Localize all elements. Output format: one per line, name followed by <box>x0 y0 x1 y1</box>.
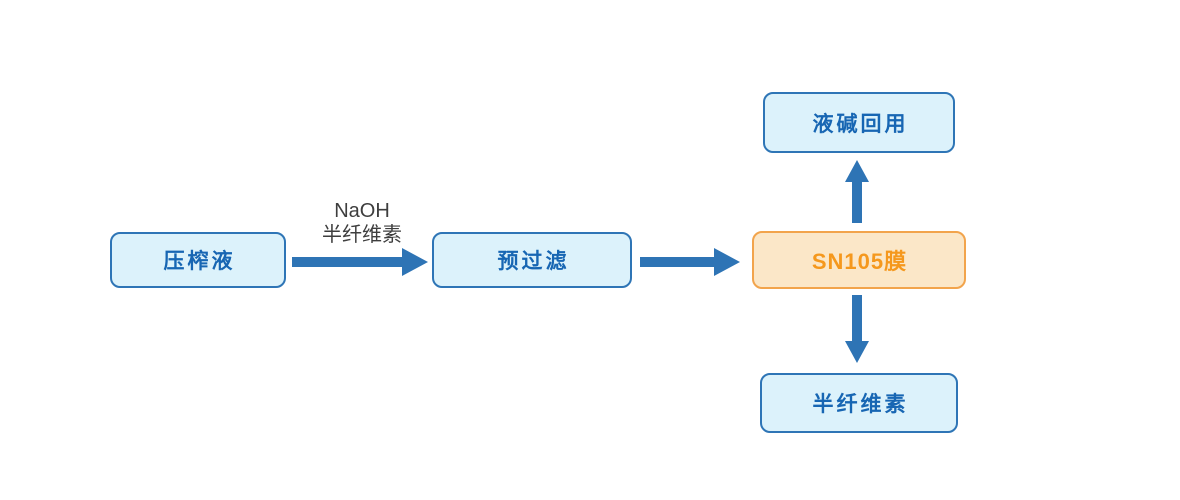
node-alkali-reuse-label: 液碱回用 <box>812 112 909 136</box>
flow-label-line1: NaOH <box>334 200 390 222</box>
node-pre-filter: 预过滤 <box>432 232 632 288</box>
node-press-liquid: 压榨液 <box>110 232 286 288</box>
flow-label-line2: 半纤维素 <box>322 224 402 246</box>
node-hemicellulose: 半纤维素 <box>760 373 958 433</box>
node-pre-filter-label: 预过滤 <box>497 250 570 273</box>
node-alkali-reuse: 液碱回用 <box>763 92 955 153</box>
arrow-up-sn105-to-alkali-icon <box>845 160 869 223</box>
arrow-down-sn105-to-hemicellulose-icon <box>845 295 869 363</box>
node-sn105-membrane-label: SN105膜 <box>811 249 908 274</box>
node-hemicellulose-label: 半纤维素 <box>812 393 909 416</box>
node-sn105-membrane: SN105膜 <box>752 231 966 289</box>
arrow-press-to-prefilter-icon <box>292 248 428 276</box>
node-press-liquid-label: 压榨液 <box>163 250 236 273</box>
arrow-prefilter-to-sn105-icon <box>640 248 740 276</box>
flow-label-naoh-hemicellulose: NaOH 半纤维素 <box>290 199 434 247</box>
